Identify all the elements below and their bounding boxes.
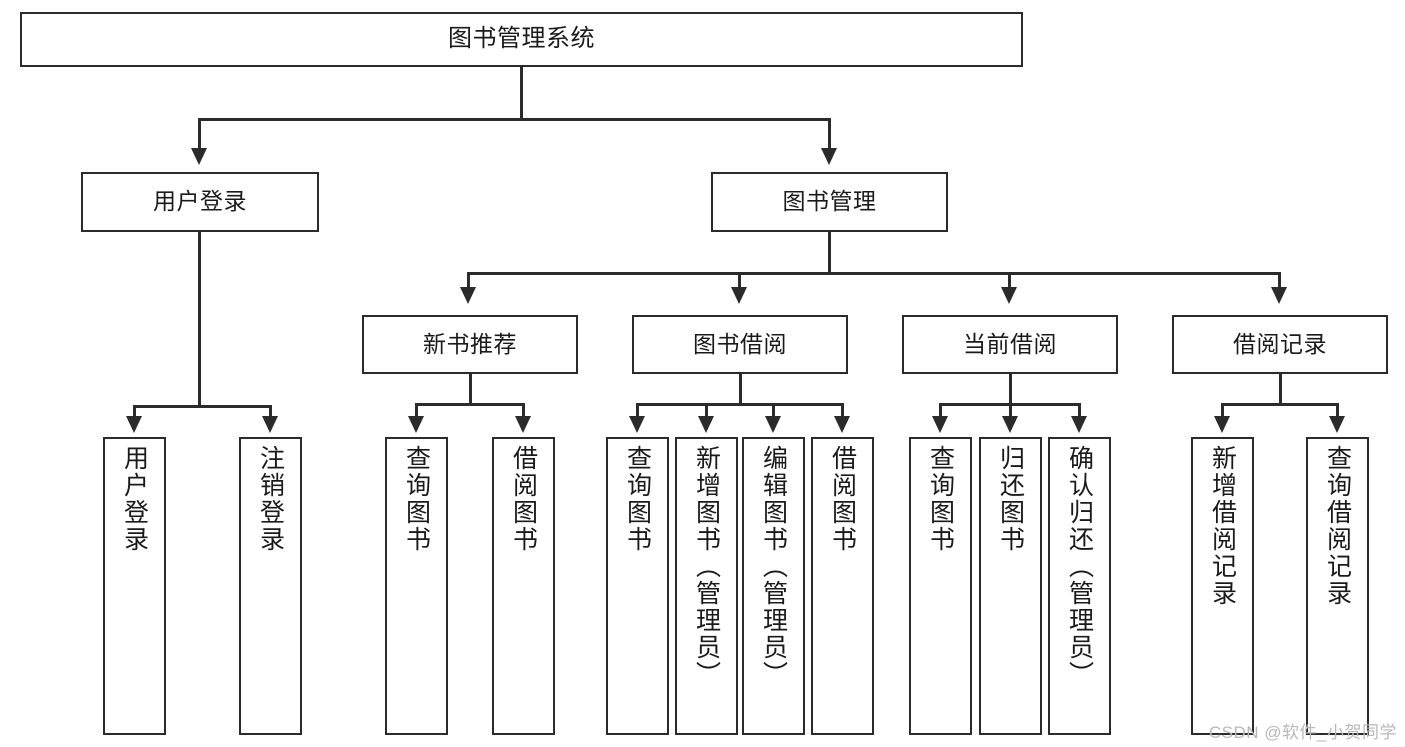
arrowhead-cb-leaf-0: [932, 416, 948, 433]
arrowhead-bm-borrow-record: [1271, 287, 1287, 304]
connector-root-to-user-login: [198, 118, 201, 150]
arrowhead-to-user-login: [191, 148, 207, 165]
node-book-management[interactable]: 图书管理: [711, 172, 948, 232]
node-current-borrow[interactable]: 当前借阅: [902, 315, 1118, 374]
arrowhead-bm-current-borrow: [1001, 287, 1017, 304]
node-label: 查询图书: [623, 445, 652, 553]
connector-book-management-bus: [467, 272, 1281, 275]
node-label: 查询图书: [926, 445, 955, 553]
connector-root-bus: [198, 118, 831, 121]
connector-br-to-leaf-1: [1336, 403, 1339, 417]
node-label: 借阅图书: [828, 445, 857, 553]
leaf-user-login-login[interactable]: 用户登录: [103, 437, 166, 735]
connector-bb-to-leaf-3: [841, 403, 844, 417]
arrowhead-to-book-management: [821, 148, 837, 165]
node-label: 新增图书（管理员）: [692, 445, 721, 688]
arrowhead-new-book-leaf-0: [408, 416, 424, 433]
node-label: 借阅记录: [1233, 330, 1327, 357]
leaf-book-borrow-add-book-admin[interactable]: 新增图书（管理员）: [675, 437, 738, 735]
node-label: 图书借阅: [693, 330, 787, 357]
connector-user-login-to-leaf-0: [133, 405, 136, 418]
leaf-new-book-borrow-book[interactable]: 借阅图书: [492, 437, 555, 735]
arrowhead-cb-leaf-1: [1002, 416, 1018, 433]
arrowhead-user-login-leaf-1: [262, 416, 278, 433]
connector-root-to-book-management: [828, 118, 831, 150]
node-label: 确认归还（管理员）: [1065, 445, 1094, 688]
leaf-book-borrow-borrow-book[interactable]: 借阅图书: [811, 437, 874, 735]
arrowhead-br-leaf-1: [1329, 416, 1345, 433]
arrowhead-new-book-leaf-1: [515, 416, 531, 433]
node-label: 编辑图书（管理员）: [759, 445, 788, 688]
node-label: 借阅图书: [509, 445, 538, 553]
leaf-borrow-record-query-record[interactable]: 查询借阅记录: [1306, 437, 1369, 735]
connector-user-login-bus: [133, 405, 272, 408]
node-label: 归还图书: [996, 445, 1025, 553]
node-label: 查询借阅记录: [1323, 445, 1352, 607]
node-book-borrow[interactable]: 图书借阅: [632, 315, 848, 374]
node-label: 用户登录: [120, 445, 149, 553]
connector-bb-to-leaf-2: [772, 403, 775, 417]
arrowhead-br-leaf-0: [1214, 416, 1230, 433]
leaf-book-borrow-query-book[interactable]: 查询图书: [606, 437, 669, 735]
arrowhead-bb-leaf-1: [698, 416, 714, 433]
node-root-book-management-system[interactable]: 图书管理系统: [20, 12, 1023, 67]
connector-cb-to-leaf-0: [939, 403, 942, 417]
leaf-current-borrow-confirm-return-admin[interactable]: 确认归还（管理员）: [1048, 437, 1111, 735]
connector-new-book-to-leaf-0: [415, 403, 418, 417]
csdn-watermark: CSDN @软件_小贺同学: [1208, 723, 1397, 742]
connector-cb-to-leaf-2: [1078, 403, 1081, 417]
connector-book-borrow-bus: [636, 403, 844, 406]
connector-bm-to-current-borrow: [1008, 272, 1011, 289]
connector-bm-to-book-borrow: [738, 272, 741, 289]
connector-bb-to-leaf-0: [636, 403, 639, 417]
arrowhead-bb-leaf-3: [834, 416, 850, 433]
node-user-login[interactable]: 用户登录: [81, 172, 319, 232]
leaf-current-borrow-return-book[interactable]: 归还图书: [979, 437, 1042, 735]
connector-current-borrow-stem: [1009, 374, 1012, 405]
node-label: 注销登录: [256, 445, 285, 553]
node-label: 新增借阅记录: [1208, 445, 1237, 607]
connector-user-login-to-leaf-1: [269, 405, 272, 418]
leaf-book-borrow-edit-book-admin[interactable]: 编辑图书（管理员）: [742, 437, 805, 735]
arrowhead-cb-leaf-2: [1071, 416, 1087, 433]
connector-book-management-stem: [828, 232, 831, 274]
connector-new-book-to-leaf-1: [522, 403, 525, 417]
node-label: 当前借阅: [963, 330, 1057, 357]
connector-bm-to-borrow-record: [1278, 272, 1281, 289]
node-borrow-record[interactable]: 借阅记录: [1172, 315, 1388, 374]
node-label: 图书管理系统: [448, 25, 595, 53]
connector-new-book-bus: [415, 403, 525, 406]
connector-root-stem: [520, 67, 523, 120]
connector-bb-to-leaf-1: [705, 403, 708, 417]
connector-cb-to-leaf-1: [1009, 403, 1012, 417]
connector-borrow-record-bus: [1221, 403, 1339, 406]
arrowhead-bm-book-borrow: [731, 287, 747, 304]
node-label: 新书推荐: [423, 330, 517, 357]
connector-book-borrow-stem: [739, 374, 742, 405]
connector-user-login-stem: [198, 232, 201, 407]
arrowhead-bm-new-book: [460, 287, 476, 304]
connector-new-book-stem: [469, 374, 472, 405]
node-new-book-recommend[interactable]: 新书推荐: [362, 315, 578, 374]
leaf-user-login-logout[interactable]: 注销登录: [239, 437, 302, 735]
leaf-new-book-query-book[interactable]: 查询图书: [385, 437, 448, 735]
connector-br-to-leaf-0: [1221, 403, 1224, 417]
arrowhead-bb-leaf-0: [629, 416, 645, 433]
connector-bm-to-new-book: [467, 272, 470, 289]
node-label: 用户登录: [153, 188, 247, 215]
leaf-current-borrow-query-book[interactable]: 查询图书: [909, 437, 972, 735]
arrowhead-user-login-leaf-0: [126, 416, 142, 433]
arrowhead-bb-leaf-2: [765, 416, 781, 433]
node-label: 图书管理: [782, 188, 877, 215]
node-label: 查询图书: [402, 445, 431, 553]
connector-borrow-record-stem: [1279, 374, 1282, 405]
leaf-borrow-record-add-record[interactable]: 新增借阅记录: [1191, 437, 1254, 735]
